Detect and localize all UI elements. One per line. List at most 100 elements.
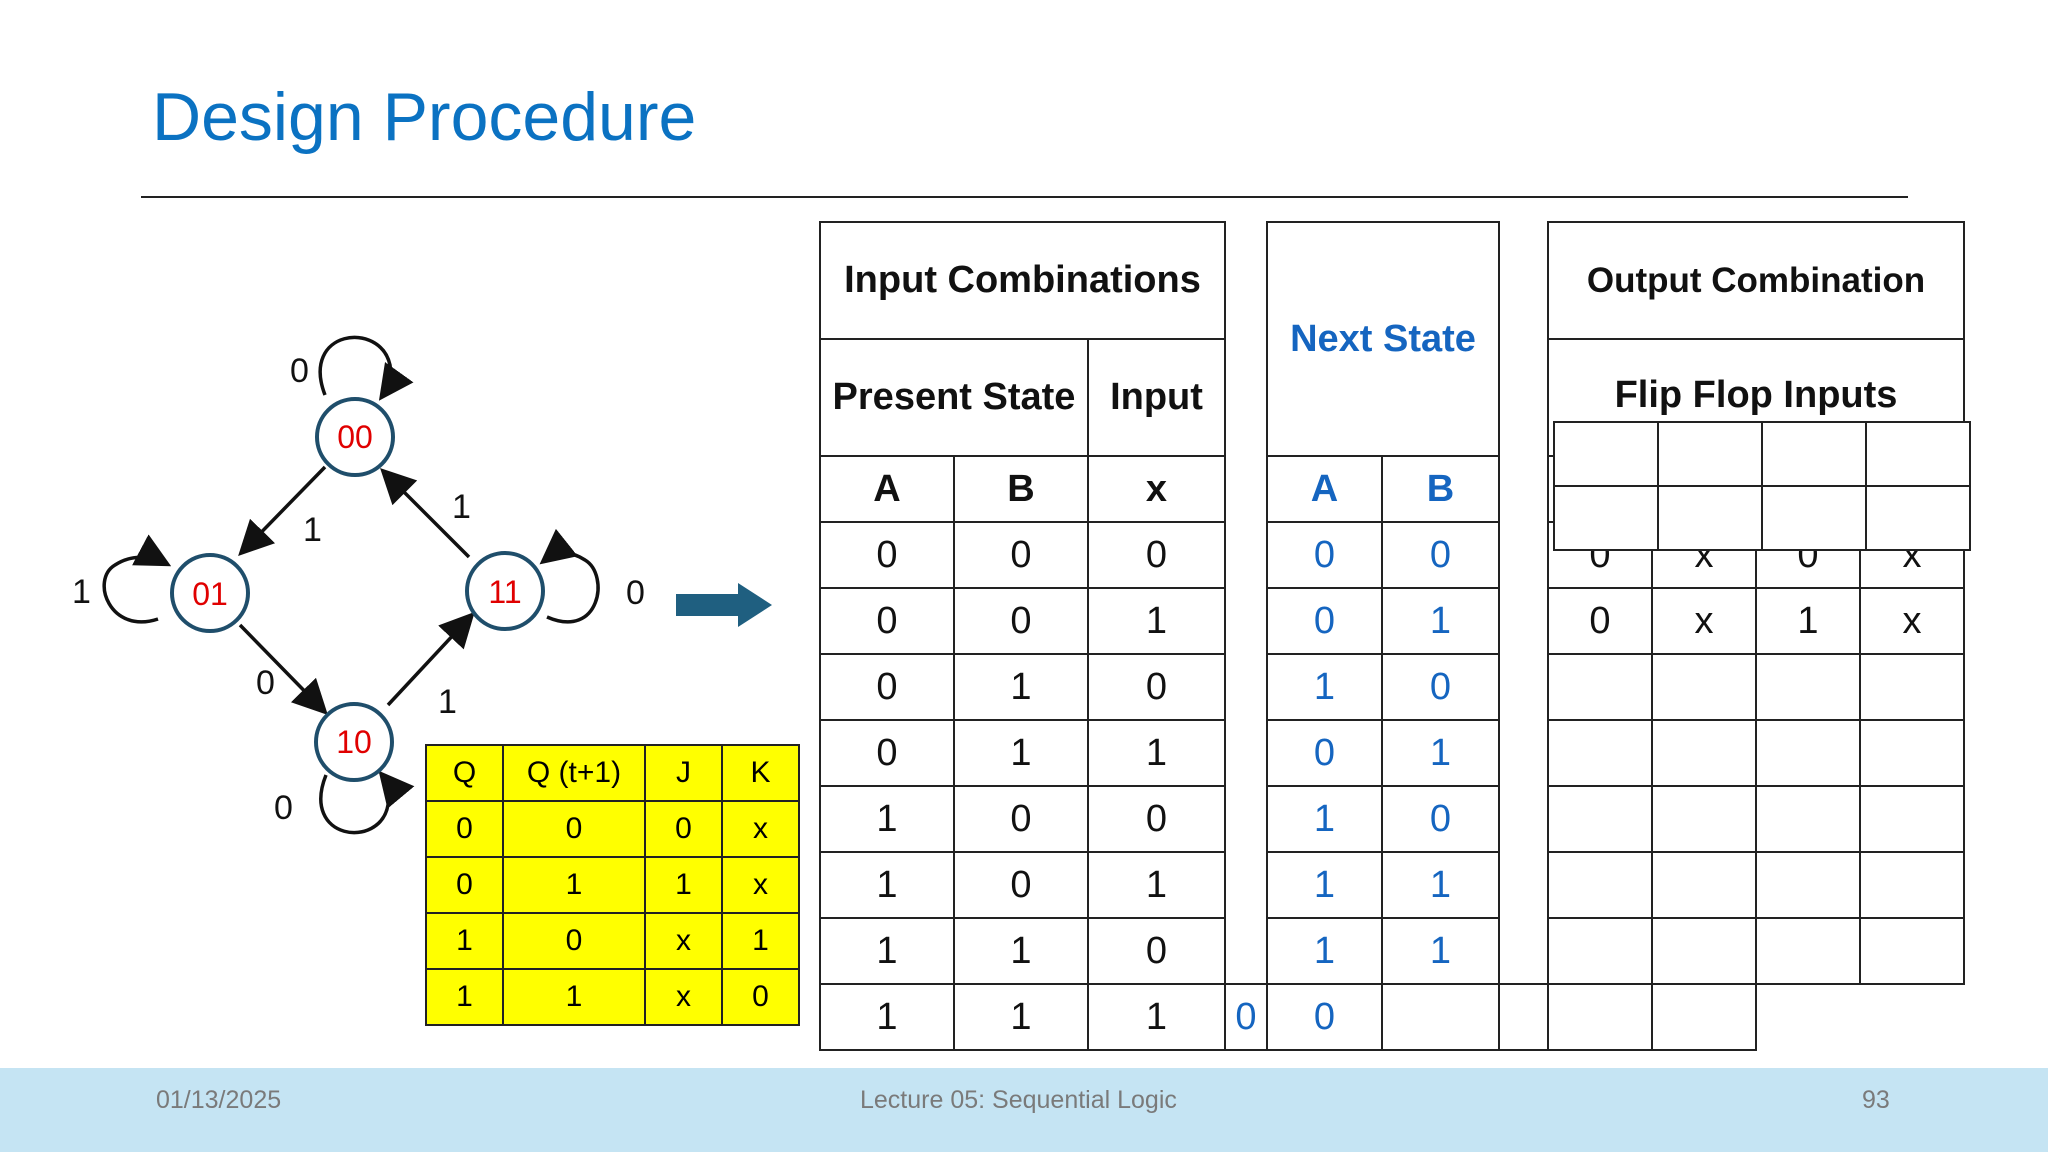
table-row: 1 0 x 1 bbox=[425, 912, 800, 970]
state-01: 01 bbox=[170, 553, 250, 633]
cell-b: 1 bbox=[953, 653, 1089, 721]
col-label-a: A bbox=[819, 455, 955, 523]
jk-cell: 0 bbox=[502, 912, 646, 970]
cell-ff: 0 bbox=[1547, 587, 1653, 655]
cell-x: 0 bbox=[1087, 785, 1226, 853]
state-diagram: 00 01 11 10 0 1 0 0 1 1 0 1 bbox=[72, 335, 645, 835]
header-input: Input bbox=[1087, 338, 1226, 457]
cell-a: 0 bbox=[819, 653, 955, 721]
jk-cell: 1 bbox=[425, 968, 504, 1026]
cell-next-a: 0 bbox=[1266, 521, 1383, 589]
title-rule bbox=[141, 196, 1908, 198]
cell-a: 1 bbox=[819, 851, 955, 919]
edge-01-to-10 bbox=[238, 623, 328, 716]
jk-cell: x bbox=[644, 968, 723, 1026]
self-loop-10 bbox=[319, 770, 415, 835]
cell-ff bbox=[1859, 719, 1965, 787]
cell-b: 0 bbox=[953, 851, 1089, 919]
cell-next-b: 1 bbox=[1381, 917, 1500, 985]
state-00: 00 bbox=[315, 397, 395, 477]
cell-next-b: 0 bbox=[1381, 785, 1500, 853]
edge-11-to-00 bbox=[380, 468, 471, 559]
cell-b: 1 bbox=[953, 719, 1089, 787]
column-separator bbox=[1224, 222, 1268, 984]
jk-header-k: K bbox=[721, 744, 800, 802]
cell-a: 1 bbox=[819, 917, 955, 985]
overlay-cell bbox=[1657, 421, 1763, 487]
cell-ff bbox=[1547, 851, 1653, 919]
jk-cell: x bbox=[644, 912, 723, 970]
cell-next-b: 0 bbox=[1381, 653, 1500, 721]
label-edge-00-01: 1 bbox=[303, 511, 322, 549]
cell-ff bbox=[1859, 653, 1965, 721]
overlay-cell bbox=[1761, 485, 1867, 551]
jk-cell: 0 bbox=[425, 856, 504, 914]
jk-header-row: Q Q (t+1) J K bbox=[425, 744, 800, 802]
cell-ff bbox=[1381, 983, 1500, 1051]
jk-cell: 1 bbox=[644, 856, 723, 914]
cell-x: 0 bbox=[1087, 521, 1226, 589]
label-self-11: 0 bbox=[626, 574, 645, 612]
cell-a: 0 bbox=[819, 587, 955, 655]
jk-header-q-next: Q (t+1) bbox=[502, 744, 646, 802]
cell-ff bbox=[1651, 851, 1757, 919]
label-self-00: 0 bbox=[290, 352, 309, 390]
col-label-x: x bbox=[1087, 455, 1226, 523]
state-table: Input Combinations Next State Output Com… bbox=[819, 221, 1965, 1051]
cell-next-a: 0 bbox=[1266, 719, 1383, 787]
jk-cell: 0 bbox=[502, 800, 646, 858]
cell-next-a: 1 bbox=[1266, 785, 1383, 853]
overlay-cell bbox=[1657, 485, 1763, 551]
state-10-label: 10 bbox=[336, 724, 372, 760]
cell-x: 1 bbox=[1087, 587, 1226, 655]
cell-a: 1 bbox=[819, 785, 955, 853]
table-row: 1 1 x 0 bbox=[425, 968, 800, 1026]
edge-00-to-01 bbox=[238, 465, 327, 557]
cell-x: 0 bbox=[1087, 653, 1226, 721]
cell-ff bbox=[1651, 983, 1757, 1051]
cell-ff bbox=[1547, 653, 1653, 721]
jk-cell: 0 bbox=[721, 968, 800, 1026]
jk-cell: 1 bbox=[502, 968, 646, 1026]
cell-ff bbox=[1859, 917, 1965, 985]
flip-flop-label-overlay bbox=[1553, 421, 1971, 551]
state-10: 10 bbox=[314, 702, 394, 782]
footer-page-number: 93 bbox=[1862, 1086, 1890, 1114]
overlay-cell bbox=[1553, 421, 1659, 487]
label-edge-11-00: 1 bbox=[452, 488, 471, 526]
cell-ff bbox=[1651, 785, 1757, 853]
overlay-cell bbox=[1865, 485, 1971, 551]
col-label-next-a: A bbox=[1266, 455, 1383, 523]
jk-cell: 1 bbox=[502, 856, 646, 914]
cell-ff: x bbox=[1859, 587, 1965, 655]
col-label-b: B bbox=[953, 455, 1089, 523]
jk-cell: 1 bbox=[425, 912, 504, 970]
cell-ff bbox=[1755, 917, 1861, 985]
self-loop-00 bbox=[318, 335, 414, 401]
footer-lecture: Lecture 05: Sequential Logic bbox=[860, 1086, 1177, 1114]
cell-ff bbox=[1547, 785, 1653, 853]
overlay-cell bbox=[1553, 485, 1659, 551]
cell-ff bbox=[1859, 851, 1965, 919]
header-next-state: Next State bbox=[1266, 221, 1500, 457]
state-11: 11 bbox=[465, 551, 545, 631]
self-loop-01 bbox=[102, 534, 172, 624]
jk-cell: 0 bbox=[644, 800, 723, 858]
cell-b: 0 bbox=[953, 785, 1089, 853]
cell-ff bbox=[1755, 719, 1861, 787]
jk-cell: x bbox=[721, 800, 800, 858]
col-label-next-b: B bbox=[1381, 455, 1500, 523]
cell-next-b: 1 bbox=[1381, 851, 1500, 919]
header-present-state: Present State bbox=[819, 338, 1089, 457]
overlay-cell bbox=[1761, 421, 1867, 487]
cell-ff bbox=[1498, 983, 1549, 1051]
cell-x: 1 bbox=[1087, 851, 1226, 919]
jk-cell: 1 bbox=[721, 912, 800, 970]
cell-ff bbox=[1755, 785, 1861, 853]
cell-x: 1 bbox=[1087, 983, 1226, 1051]
